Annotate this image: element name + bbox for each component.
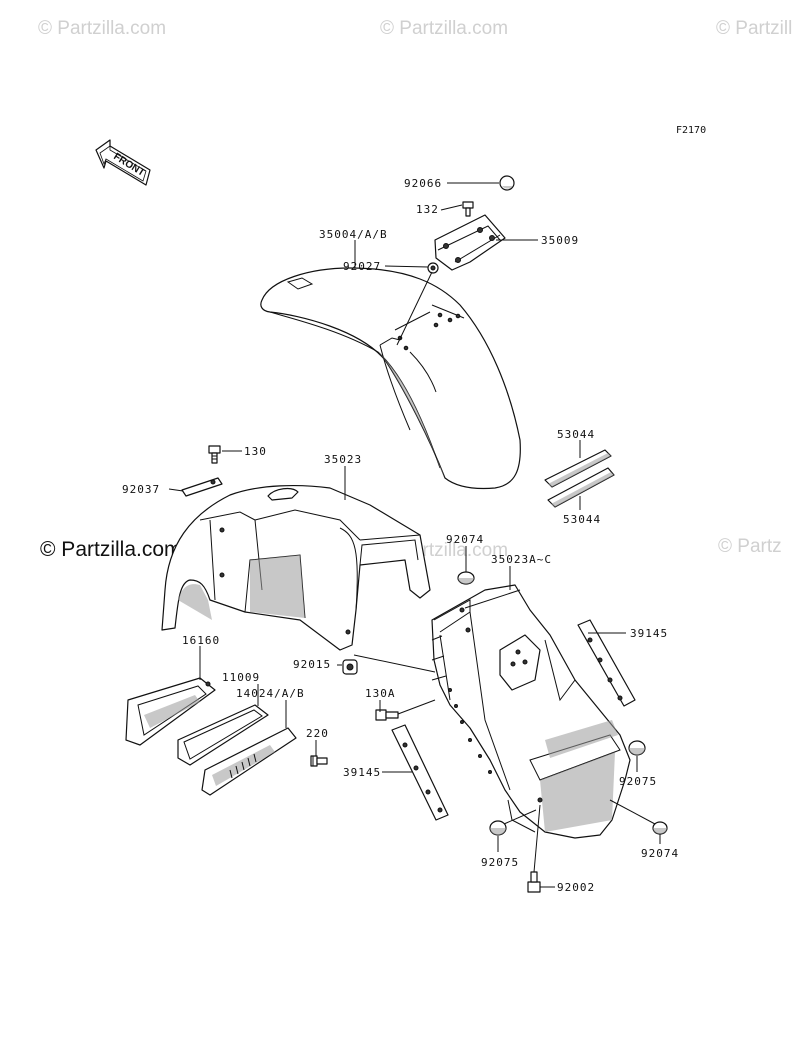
bolt-92002 xyxy=(527,871,541,893)
grommet-92075-right xyxy=(628,740,646,756)
seal-strip-39145-left xyxy=(391,724,449,821)
label-39145-right: 39145 xyxy=(630,627,668,640)
label-92075-right: 92075 xyxy=(619,775,657,788)
watermarks: © Partzilla.com © Partzilla.com © Partzi… xyxy=(38,18,792,561)
label-11009: 11009 xyxy=(222,671,260,684)
bolt-130A xyxy=(375,709,399,721)
label-92075-bottom: 92075 xyxy=(481,856,519,869)
rubber-strip-53044-top xyxy=(544,449,612,488)
label-92037: 92037 xyxy=(122,483,160,496)
cap-92066 xyxy=(499,175,515,191)
watermark-right: © Partz xyxy=(718,536,782,557)
label-92074-top: 92074 xyxy=(446,533,484,546)
rear-fender-35023 xyxy=(161,484,431,651)
gasket-11009 xyxy=(177,704,269,766)
cap-92074-top xyxy=(457,571,475,585)
label-130: 130 xyxy=(244,445,267,458)
cap-92074-bottom xyxy=(652,821,668,835)
clip-92015 xyxy=(342,659,358,675)
reflector-housing-16160 xyxy=(125,677,216,746)
nut-92027 xyxy=(427,262,439,274)
label-132: 132 xyxy=(416,203,439,216)
label-14024: 14024/A/B xyxy=(236,687,305,700)
plate-92037 xyxy=(181,477,223,497)
label-35023AC: 35023A~C xyxy=(491,553,552,566)
bracket-35009 xyxy=(434,214,506,271)
leader-lines xyxy=(168,182,661,888)
label-92074-bottom: 92074 xyxy=(641,847,679,860)
seal-strip-39145-right xyxy=(577,619,636,707)
rear-fender-body-35023AC xyxy=(431,584,631,839)
bolt-132 xyxy=(462,201,474,217)
label-53044-bottom: 53044 xyxy=(563,513,601,526)
front-arrow-icon: FRONT xyxy=(95,139,151,186)
label-130A: 130A xyxy=(365,687,396,700)
grommet-92075-bottom xyxy=(489,820,507,836)
label-39145-left: 39145 xyxy=(343,766,381,779)
figure-code: F2170 xyxy=(676,125,706,136)
watermark-top-left: © Partzilla.com xyxy=(38,18,166,39)
rubber-strip-53044-bottom xyxy=(547,467,615,508)
label-35023: 35023 xyxy=(324,453,362,466)
label-92015: 92015 xyxy=(293,658,331,671)
screw-220 xyxy=(310,755,328,767)
watermark-left: © Partzilla.com xyxy=(40,538,182,561)
callout-labels: 92066 132 35009 35004/A/B 92027 130 3502… xyxy=(122,177,679,894)
watermark-top-mid: © Partzilla.com xyxy=(380,18,508,39)
watermark-top-right: © Partzill xyxy=(716,18,792,39)
label-92027: 92027 xyxy=(343,260,381,273)
label-35004: 35004/A/B xyxy=(319,228,388,241)
label-53044-top: 53044 xyxy=(557,428,595,441)
front-fender-35004 xyxy=(260,267,521,490)
lens-14024 xyxy=(201,727,297,796)
label-92002: 92002 xyxy=(557,881,595,894)
bolt-130 xyxy=(208,445,221,464)
label-220: 220 xyxy=(306,727,329,740)
label-16160: 16160 xyxy=(182,634,220,647)
label-92066: 92066 xyxy=(404,177,442,190)
label-35009: 35009 xyxy=(541,234,579,247)
